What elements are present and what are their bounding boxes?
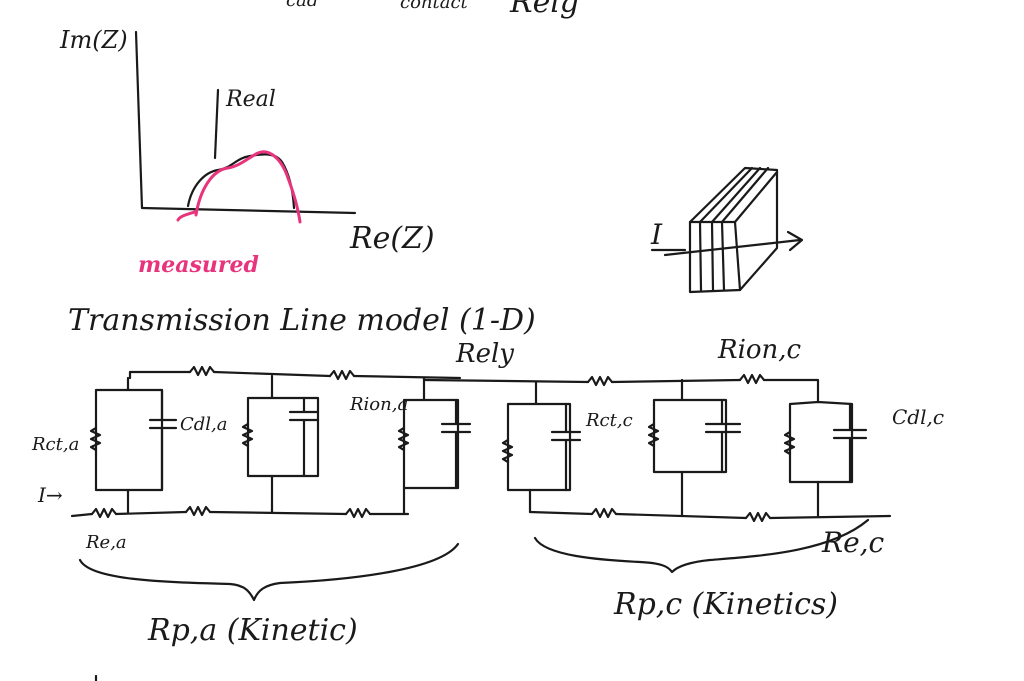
rc-cell-c2 [652, 378, 728, 474]
resistor-ct-a3 [397, 426, 410, 452]
label-r-ct-a: Rct,a [31, 434, 79, 455]
resistor-ely [586, 375, 614, 387]
nyquist-sketch: Im(Z) Real Re(Z) measured [59, 26, 435, 278]
resistor-e-a1 [90, 507, 118, 519]
bottom-rail-a2 [208, 510, 348, 516]
capacitor-c1 [550, 402, 582, 492]
resistor-e-a2 [184, 505, 212, 517]
resistor-ion-c [738, 373, 766, 385]
cell-slab-outline [688, 166, 779, 294]
rc-cell-a1 [94, 376, 164, 492]
resistor-ct-a1 [89, 426, 102, 452]
label-r-e-a: Re,a [85, 532, 127, 553]
top-text-cut3: Relg [509, 0, 579, 20]
top-rail-a2 [212, 370, 332, 378]
capacitor-c3 [832, 402, 868, 484]
top-text-cut1: cad [286, 0, 318, 11]
resistor-e-a3 [344, 507, 372, 519]
transmission-line-circuit: Rely Rion,c Rion,a Cdl,a Rct,a Rct,c Cdl… [31, 335, 944, 559]
real-pointer-line [213, 88, 220, 160]
cell-front-face [688, 220, 742, 292]
rc-cell-c1 [506, 380, 572, 492]
bottom-rail-a0 [70, 512, 94, 518]
bottom-rail-c0 [528, 510, 594, 516]
bottom-rail-c2 [768, 514, 892, 520]
circuit-title: Transmission Line model (1-D) [68, 303, 536, 338]
cell-layer-lines [698, 220, 726, 292]
brace-cathode [533, 518, 870, 574]
rc-cell-c3 [788, 400, 854, 484]
resistor-ct-c2 [647, 422, 660, 448]
cell-current-arrow [663, 238, 802, 257]
nyquist-y-axis [134, 30, 144, 210]
bottom-rail-c1 [614, 512, 748, 520]
top-rail-mid [422, 378, 590, 384]
resistor-ct-c3 [783, 430, 796, 456]
cell-sketch: I [650, 166, 804, 294]
cell-layer-tops [698, 166, 770, 224]
cell-top-edge [733, 170, 779, 224]
cell-current-label: I [650, 218, 663, 251]
top-rail-c2 [762, 378, 820, 404]
label-r-ely: Rely [455, 339, 514, 369]
measured-tick [176, 210, 197, 222]
real-label: Real [225, 87, 276, 112]
nyquist-x-axis [140, 206, 357, 215]
resistor-ct-a2 [241, 422, 254, 448]
nyquist-ylabel: Im(Z) [59, 26, 128, 54]
measured-label: measured [138, 252, 259, 278]
top-rail-a1 [128, 370, 192, 380]
capacitor-c2 [704, 398, 742, 474]
resistor-e-c2 [744, 511, 772, 523]
capacitor-a2 [288, 396, 320, 478]
label-c-dl-a: Cdl,a [180, 414, 228, 435]
label-current-in: I→ [37, 483, 63, 507]
top-text-cut2: contact [400, 0, 469, 13]
label-c-dl-c: Cdl,c [892, 405, 944, 429]
brace-label-cathode: Rp,c (Kinetics) [613, 587, 838, 622]
top-rail-a3 [352, 374, 462, 380]
label-r-ion-c: Rion,c [717, 335, 802, 365]
label-r-ct-c: Rct,c [585, 410, 633, 431]
nyquist-xlabel: Re(Z) [349, 221, 435, 256]
brace-label-anode: Rp,a (Kinetic) [147, 613, 358, 648]
bottom-rail-a1 [114, 510, 188, 516]
capacitor-a3 [440, 398, 472, 490]
resistor-e-c1 [590, 507, 618, 519]
capacitor-a1 [148, 388, 178, 492]
rc-cell-a2 [246, 374, 320, 478]
resistor-ct-c1 [501, 438, 514, 464]
brace-anode [78, 542, 460, 602]
measured-impedance-curve [194, 150, 302, 224]
label-r-ion-a: Rion,a [349, 394, 408, 415]
resistor-top-a1 [188, 365, 216, 377]
cell-arrow-head [786, 230, 804, 252]
top-rail-c1 [610, 378, 742, 384]
resistor-top-a2 [328, 369, 356, 381]
